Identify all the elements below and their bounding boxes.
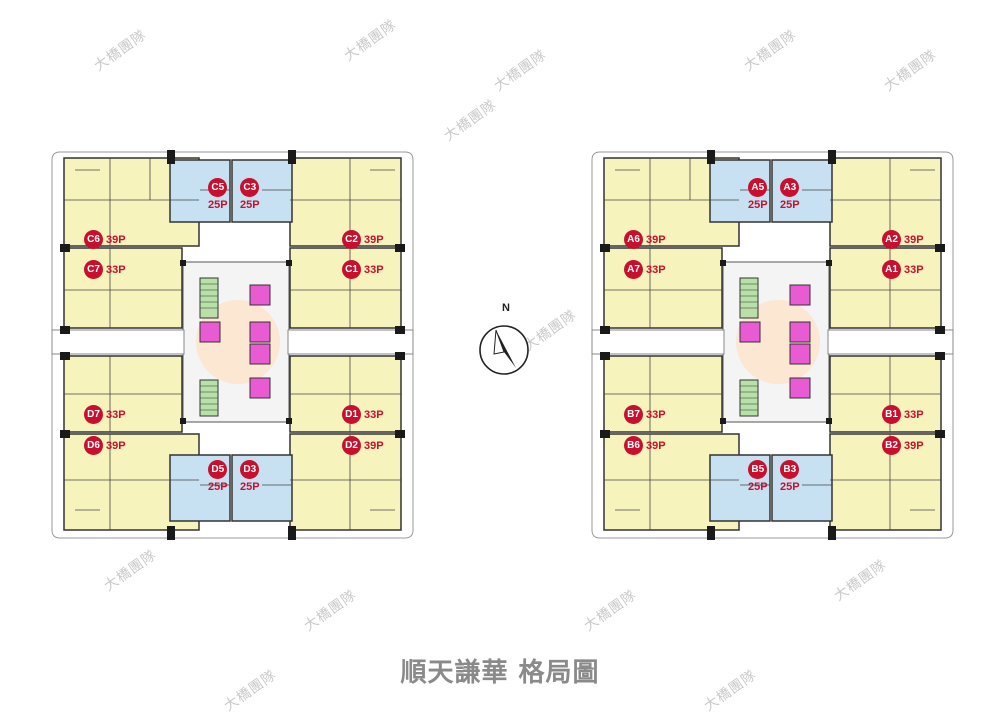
unit-label-upper-left-outer: C6 39P — [84, 230, 126, 249]
unit-label-top-left: C5 25P — [208, 178, 228, 211]
unit-id-badge: A7 — [624, 260, 643, 279]
floor-plan-right: A5 25P A3 25P A6 39P A2 39P A7 33P A1 33… — [590, 150, 955, 540]
unit-id-badge: C6 — [84, 230, 103, 249]
unit-label-lower-left-outer: D6 39P — [84, 436, 126, 455]
unit-size: 39P — [904, 439, 924, 452]
floor-plan-right-drawing — [591, 150, 954, 540]
unit-id-badge: B2 — [882, 436, 901, 455]
watermark-text: 大橋團隊 — [581, 587, 640, 635]
unit-size: 39P — [364, 439, 384, 452]
unit-label-lower-right-inner: B1 33P — [882, 405, 924, 424]
unit-id-badge: D1 — [342, 405, 361, 424]
unit-id-badge: D7 — [84, 405, 103, 424]
unit-size: 33P — [364, 408, 384, 421]
unit-id-badge: A3 — [780, 178, 800, 197]
unit-label-lower-right-outer: B2 39P — [882, 436, 924, 455]
compass-north-label: N — [502, 302, 510, 314]
watermark-text: 大橋團隊 — [341, 17, 400, 65]
unit-id-badge: C7 — [84, 260, 103, 279]
unit-id-badge: A1 — [882, 260, 901, 279]
unit-id-badge: D2 — [342, 436, 361, 455]
unit-id-badge: B5 — [748, 460, 768, 479]
watermark-text: 大橋團隊 — [831, 557, 890, 605]
watermark-text: 大橋團隊 — [301, 587, 360, 635]
unit-label-bottom-right: B3 25P — [780, 460, 800, 493]
unit-size: 39P — [106, 439, 126, 452]
unit-label-upper-left-outer: A6 39P — [624, 230, 666, 249]
unit-size: 33P — [904, 408, 924, 421]
unit-size: 25P — [748, 199, 768, 211]
unit-id-badge: D3 — [240, 460, 260, 479]
watermark-text: 大橋團隊 — [881, 47, 940, 95]
unit-label-upper-right-outer: A2 39P — [882, 230, 924, 249]
unit-size: 25P — [240, 199, 260, 211]
unit-label-upper-right-inner: C1 33P — [342, 260, 384, 279]
unit-label-top-right: A3 25P — [780, 178, 800, 211]
unit-size: 25P — [208, 481, 228, 493]
unit-id-badge: C3 — [240, 178, 260, 197]
unit-size: 33P — [364, 263, 384, 276]
unit-size: 25P — [748, 481, 768, 493]
unit-id-badge: B1 — [882, 405, 901, 424]
unit-size: 25P — [240, 481, 260, 493]
unit-label-upper-left-inner: A7 33P — [624, 260, 666, 279]
unit-id-badge: D5 — [208, 460, 228, 479]
unit-size: 39P — [646, 439, 666, 452]
floor-plan-left: C5 25P C3 25P C6 39P C2 39P C7 33P C1 33… — [50, 150, 415, 540]
unit-id-badge: C2 — [342, 230, 361, 249]
unit-id-badge: A5 — [748, 178, 768, 197]
unit-label-lower-left-outer: B6 39P — [624, 436, 666, 455]
watermark-text: 大橋團隊 — [491, 47, 550, 95]
unit-label-lower-right-inner: D1 33P — [342, 405, 384, 424]
unit-size: 39P — [904, 233, 924, 246]
unit-id-badge: B7 — [624, 405, 643, 424]
unit-size: 33P — [646, 263, 666, 276]
watermark-text: 大橋團隊 — [101, 547, 160, 595]
watermark-text: 大橋團隊 — [741, 27, 800, 75]
watermark-text: 大橋團隊 — [441, 97, 500, 145]
unit-id-badge: C5 — [208, 178, 228, 197]
floor-plan-left-drawing — [51, 150, 414, 540]
unit-id-badge: A2 — [882, 230, 901, 249]
unit-label-bottom-left: D5 25P — [208, 460, 228, 493]
unit-label-lower-right-outer: D2 39P — [342, 436, 384, 455]
unit-label-upper-left-inner: C7 33P — [84, 260, 126, 279]
unit-size: 33P — [106, 263, 126, 276]
unit-label-bottom-right: D3 25P — [240, 460, 260, 493]
north-compass: N — [474, 302, 534, 382]
unit-id-badge: B6 — [624, 436, 643, 455]
unit-label-upper-right-outer: C2 39P — [342, 230, 384, 249]
unit-size: 25P — [780, 199, 800, 211]
unit-size: 33P — [646, 408, 666, 421]
unit-id-badge: A6 — [624, 230, 643, 249]
unit-size: 25P — [780, 481, 800, 493]
unit-size: 33P — [106, 408, 126, 421]
unit-size: 33P — [904, 263, 924, 276]
unit-size: 39P — [364, 233, 384, 246]
unit-label-top-right: C3 25P — [240, 178, 260, 211]
unit-size: 39P — [106, 233, 126, 246]
watermark-text: 大橋團隊 — [91, 27, 150, 75]
unit-id-badge: D6 — [84, 436, 103, 455]
unit-label-lower-left-inner: D7 33P — [84, 405, 126, 424]
compass-icon — [479, 325, 529, 375]
unit-label-lower-left-inner: B7 33P — [624, 405, 666, 424]
unit-label-upper-right-inner: A1 33P — [882, 260, 924, 279]
unit-label-bottom-left: B5 25P — [748, 460, 768, 493]
unit-id-badge: C1 — [342, 260, 361, 279]
page-title: 順天謙華 格局圖 — [400, 658, 600, 688]
unit-id-badge: B3 — [780, 460, 800, 479]
unit-size: 25P — [208, 199, 228, 211]
unit-size: 39P — [646, 233, 666, 246]
unit-label-top-left: A5 25P — [748, 178, 768, 211]
